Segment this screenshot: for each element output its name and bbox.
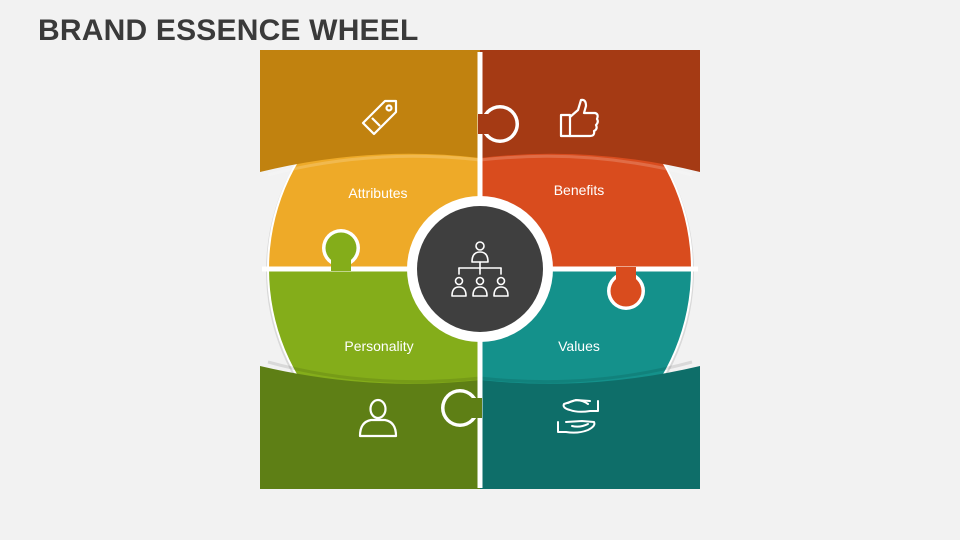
page-title: BRAND ESSENCE WHEEL	[38, 14, 419, 47]
segment-attributes-outer	[260, 50, 480, 172]
segment-personality-outer	[260, 366, 480, 489]
segment-benefits-outer	[480, 50, 700, 172]
segment-benefits	[480, 50, 700, 269]
segment-label-benefits: Benefits	[554, 182, 605, 198]
segment-values	[480, 269, 700, 489]
puzzle-knob-right	[607, 267, 645, 310]
segment-label-attributes: Attributes	[348, 185, 407, 201]
user-icon	[358, 398, 398, 438]
segment-label-personality: Personality	[344, 338, 413, 354]
puzzle-knob-top	[478, 105, 519, 143]
segment-label-values: Values	[558, 338, 600, 354]
segment-personality	[260, 269, 480, 489]
puzzle-knob-left	[322, 229, 360, 271]
org-chart-icon	[451, 241, 509, 297]
tag-icon	[361, 99, 398, 136]
thumbs-up-icon	[559, 98, 599, 138]
puzzle-knob-bottom	[441, 389, 482, 427]
segment-attributes	[260, 50, 480, 269]
handshake-icon	[557, 399, 599, 434]
segment-values-outer	[480, 366, 700, 489]
